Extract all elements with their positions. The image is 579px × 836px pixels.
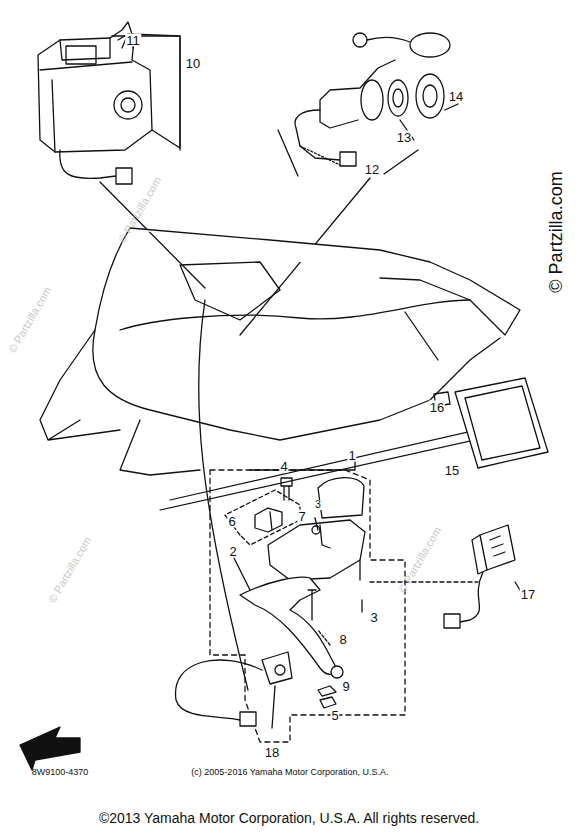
callout-number: 12 <box>364 163 380 176</box>
callout-number: 11 <box>125 34 141 47</box>
watermark: © Partzilla.com <box>7 285 54 355</box>
watermark: © Partzilla.com <box>47 535 94 605</box>
watermark: © Partzilla.com <box>117 175 164 245</box>
callout-number: 7 <box>297 510 306 523</box>
callout-number: 3 <box>369 611 378 624</box>
callout-number: 13 <box>396 131 412 144</box>
callout-number: 9 <box>341 680 350 693</box>
callout-number: 2 <box>228 545 237 558</box>
callout-number: 6 <box>227 515 236 528</box>
caption: ©2013 Yamaha Motor Corporation, U.S.A. A… <box>99 811 479 825</box>
callout-number: 8 <box>338 633 347 646</box>
callout-number: 4 <box>279 460 288 473</box>
callout-number: 10 <box>185 57 201 70</box>
callout-number: 14 <box>448 90 464 103</box>
copyright-note: (c) 2005-2016 Yamaha Motor Corporation, … <box>191 768 388 777</box>
callout-number: 17 <box>520 588 536 601</box>
callout-number: 1 <box>347 449 356 462</box>
diagram-code: 8W9100-4370 <box>32 768 89 777</box>
callout-number: 5 <box>330 709 339 722</box>
watermark: © Partzilla.com <box>547 171 565 292</box>
callout-number: 3 <box>314 500 322 510</box>
callout-number: 18 <box>264 746 280 759</box>
callout-number: 15 <box>444 464 460 477</box>
callout-number: 16 <box>429 401 445 414</box>
